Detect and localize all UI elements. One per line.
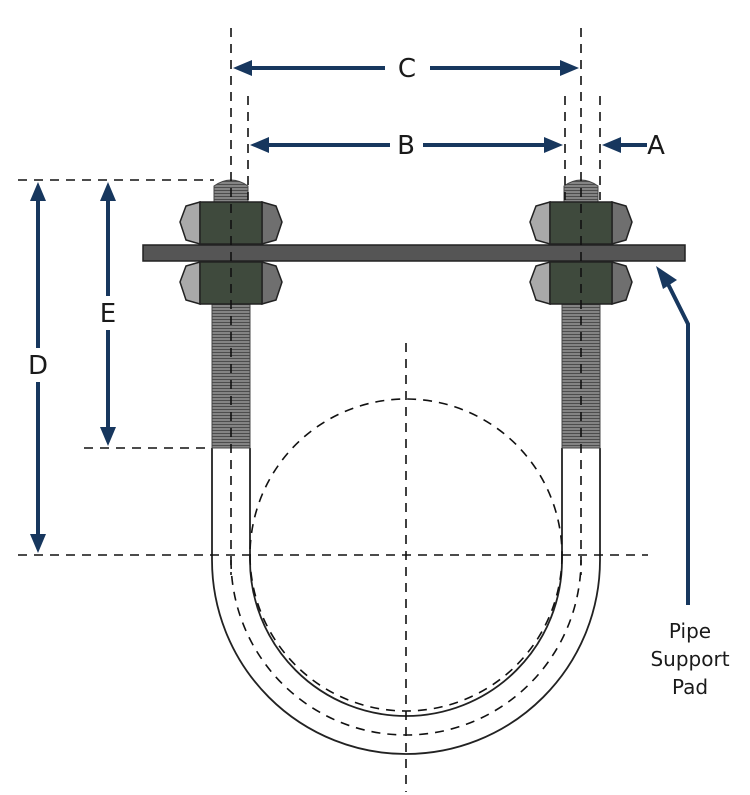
pad-note-line2: Support	[650, 647, 729, 671]
dimension-c-label: C	[398, 54, 416, 84]
dimension-e-label: E	[100, 299, 116, 329]
dimension-e: E	[100, 182, 116, 446]
pad-note-line1: Pipe	[669, 619, 711, 643]
pad-note-line3: Pad	[672, 675, 708, 699]
dimension-a: A	[602, 131, 665, 161]
dimension-d: D	[28, 182, 48, 553]
right-lower-nut	[529, 261, 633, 305]
dimension-a-label: A	[647, 131, 665, 161]
pad-callout	[656, 266, 690, 605]
dimension-d-label: D	[28, 351, 48, 381]
dimension-c: C	[233, 54, 579, 84]
dimension-b: B	[250, 131, 563, 161]
centerlines	[18, 28, 648, 792]
left-threaded-leg	[211, 301, 251, 449]
pipe-support-pad	[142, 244, 686, 262]
dimension-b-label: B	[397, 131, 415, 161]
